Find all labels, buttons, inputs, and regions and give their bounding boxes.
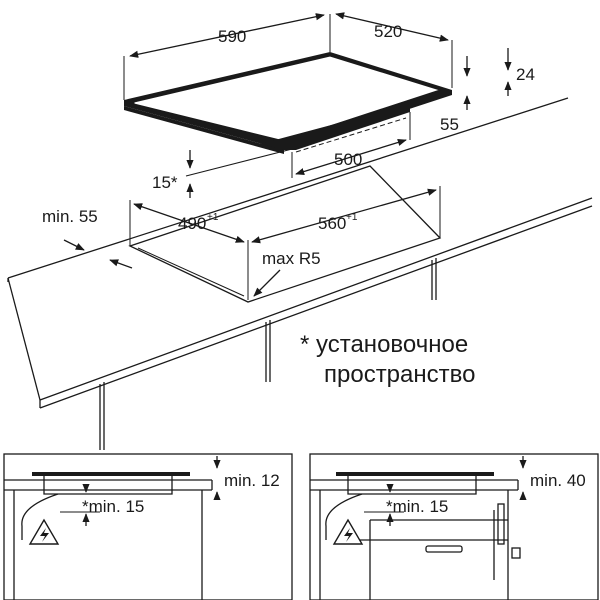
section-right: min. 40 *min. 15	[309, 453, 599, 600]
dim-radius: max R5	[253, 249, 321, 297]
radius-label: max R5	[262, 249, 321, 268]
dim-clearance-15: 15*	[152, 147, 297, 198]
hob-underside	[260, 104, 410, 150]
note-line-1: * установочное	[300, 331, 468, 358]
hob-front-edge	[124, 106, 284, 154]
dim-cutout-width: 560 +1	[251, 186, 441, 244]
electrical-warning-icon	[28, 518, 60, 545]
left-bottom-gap-label: *min. 15	[82, 497, 144, 516]
hob-glass-surface	[133, 55, 442, 142]
cutout-width-tol: +1	[346, 212, 358, 223]
dim-height-24: 24	[504, 48, 535, 96]
dim-depth-label: 520	[374, 22, 402, 41]
dim-depth-520: 520	[335, 12, 453, 88]
dim-min-55: min. 55	[42, 207, 133, 269]
dim-width-label: 590	[218, 27, 246, 46]
section-left: min. 12 *min. 15	[3, 453, 293, 600]
hob-glass-left	[32, 472, 190, 476]
cutout-width-label: 560	[318, 214, 346, 233]
dim-below-55: 55	[440, 56, 471, 134]
installation-note: * установочное пространство	[300, 331, 475, 388]
electrical-warning-icon	[332, 518, 364, 545]
dim-inner-500: 500	[291, 112, 411, 178]
dim-width-590: 590	[123, 13, 331, 100]
dim-clearance-label: 15*	[152, 173, 178, 192]
dim-inner-label: 500	[334, 150, 362, 169]
dim-height-label: 24	[516, 65, 535, 84]
cutout-depth-label: 490	[178, 214, 206, 233]
hob-glass-right	[336, 472, 494, 476]
hob-drawing	[124, 52, 452, 154]
dim-cutout-depth: 490 +1	[129, 200, 249, 300]
right-bottom-gap-label: *min. 15	[386, 497, 448, 516]
min-wall-label: min. 55	[42, 207, 98, 226]
dim-below-label: 55	[440, 115, 459, 134]
cutout-depth-tol: +1	[207, 212, 219, 223]
note-line-2: пространство	[324, 361, 475, 388]
left-top-gap-label: min. 12	[224, 471, 280, 490]
worktop-drawing	[7, 97, 593, 450]
right-top-gap-label: min. 40	[530, 471, 586, 490]
